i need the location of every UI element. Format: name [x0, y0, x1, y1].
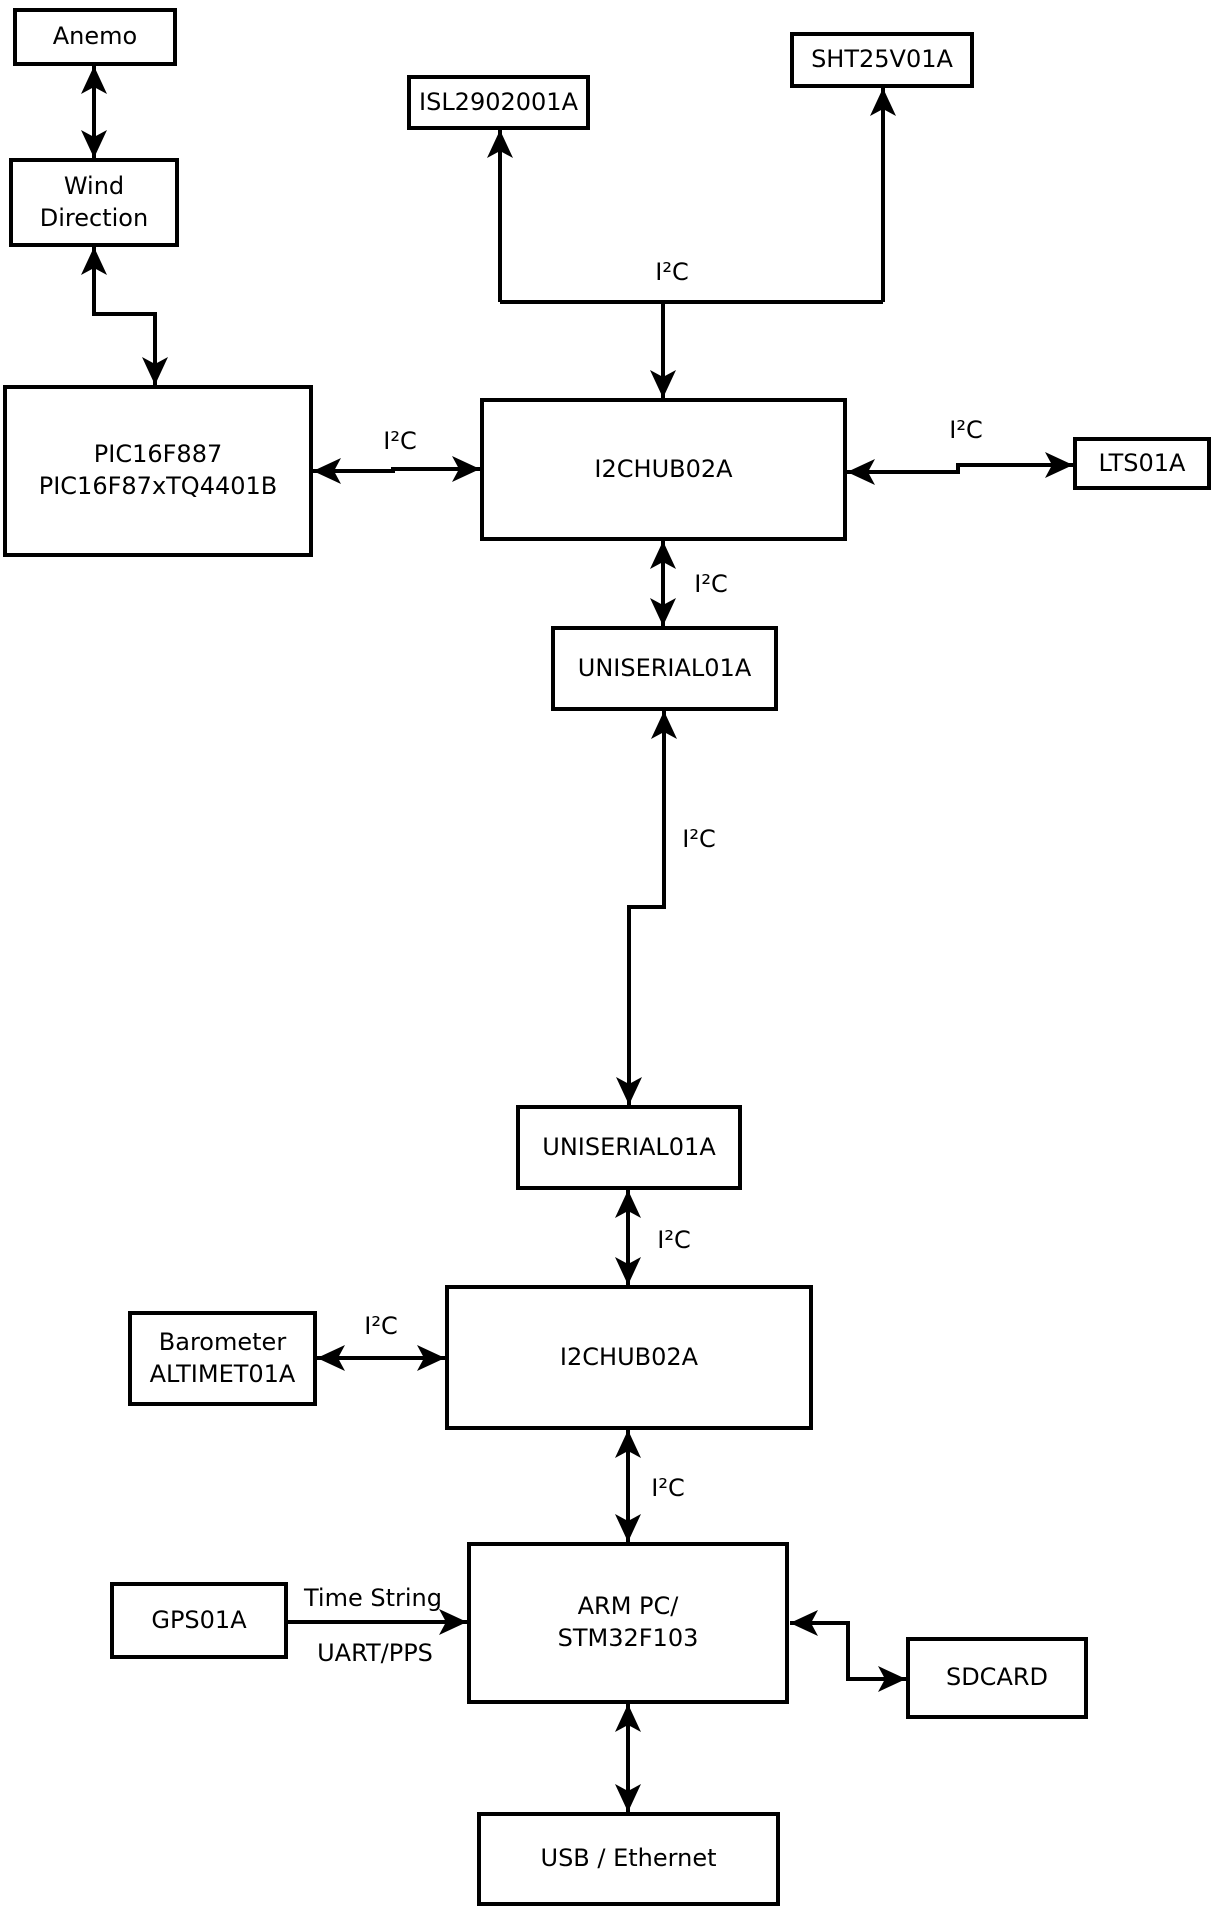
edge-label-i2c-pic-hub: I²C	[383, 427, 417, 455]
node-usb-ethernet: USB / Ethernet	[477, 1812, 780, 1906]
node-wind-direction: Wind Direction	[9, 158, 179, 247]
edge-uniserial-link	[616, 711, 677, 1105]
edge-label-i2c-uniserial-hub2: I²C	[657, 1226, 691, 1254]
node-isl2902001a: ISL2902001A	[407, 75, 590, 130]
node-sht25v01a: SHT25V01A	[790, 32, 974, 88]
node-sdcard: SDCARD	[906, 1637, 1088, 1719]
edge-label-i2c-barometer-hub2: I²C	[364, 1312, 398, 1340]
edge-arm-sdcard	[790, 1610, 906, 1692]
edge-label-time-string: Time String	[304, 1584, 442, 1612]
edge-label-i2c-uniserial-link: I²C	[682, 825, 716, 853]
edge-wind-pic	[81, 247, 168, 385]
node-gps01a: GPS01A	[110, 1582, 288, 1659]
node-anemo: Anemo	[13, 8, 177, 66]
edge-label-uart-pps: UART/PPS	[317, 1639, 433, 1667]
node-barometer-altimet01a: Barometer ALTIMET01A	[128, 1311, 317, 1406]
edge-label-i2c-hub2-arm: I²C	[651, 1474, 685, 1502]
node-arm-pc-stm32f103: ARM PC/ STM32F103	[467, 1542, 789, 1704]
edge-label-i2c-hub-uniserial: I²C	[694, 570, 728, 598]
node-uniserial01a-bottom: UNISERIAL01A	[516, 1105, 742, 1190]
edge-label-i2c-hub-lts: I²C	[949, 416, 983, 444]
node-pic16f887: PIC16F887 PIC16F87xTQ4401B	[3, 385, 313, 557]
edge-pic-hub	[313, 456, 480, 484]
edge-label-i2c-bus-top: I²C	[655, 258, 689, 286]
node-lts01a: LTS01A	[1073, 437, 1211, 490]
node-i2chub02a-bottom: I2CHUB02A	[445, 1285, 813, 1430]
edge-hub-lts	[847, 452, 1073, 485]
node-uniserial01a-top: UNISERIAL01A	[551, 626, 778, 711]
node-i2chub02a-top: I2CHUB02A	[480, 398, 847, 541]
